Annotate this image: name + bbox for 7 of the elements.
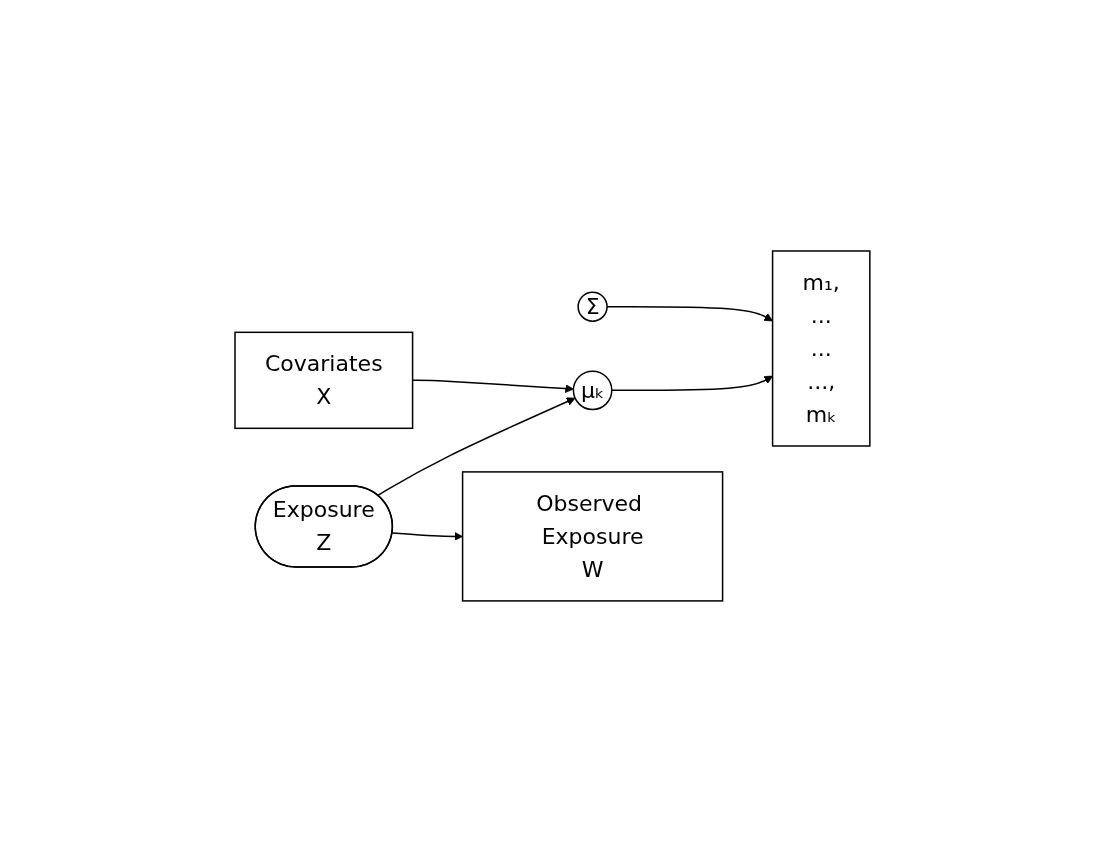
node-box: Covariates X [233,331,413,430]
arrow [391,532,463,541]
arrow [376,397,576,497]
node-box: Observed Exposure W [461,471,723,602]
node-circle: Σ [576,291,608,322]
node-box: m₁, ... ... ..., mₖ [771,250,871,447]
node-circle: μₖ [572,370,613,411]
